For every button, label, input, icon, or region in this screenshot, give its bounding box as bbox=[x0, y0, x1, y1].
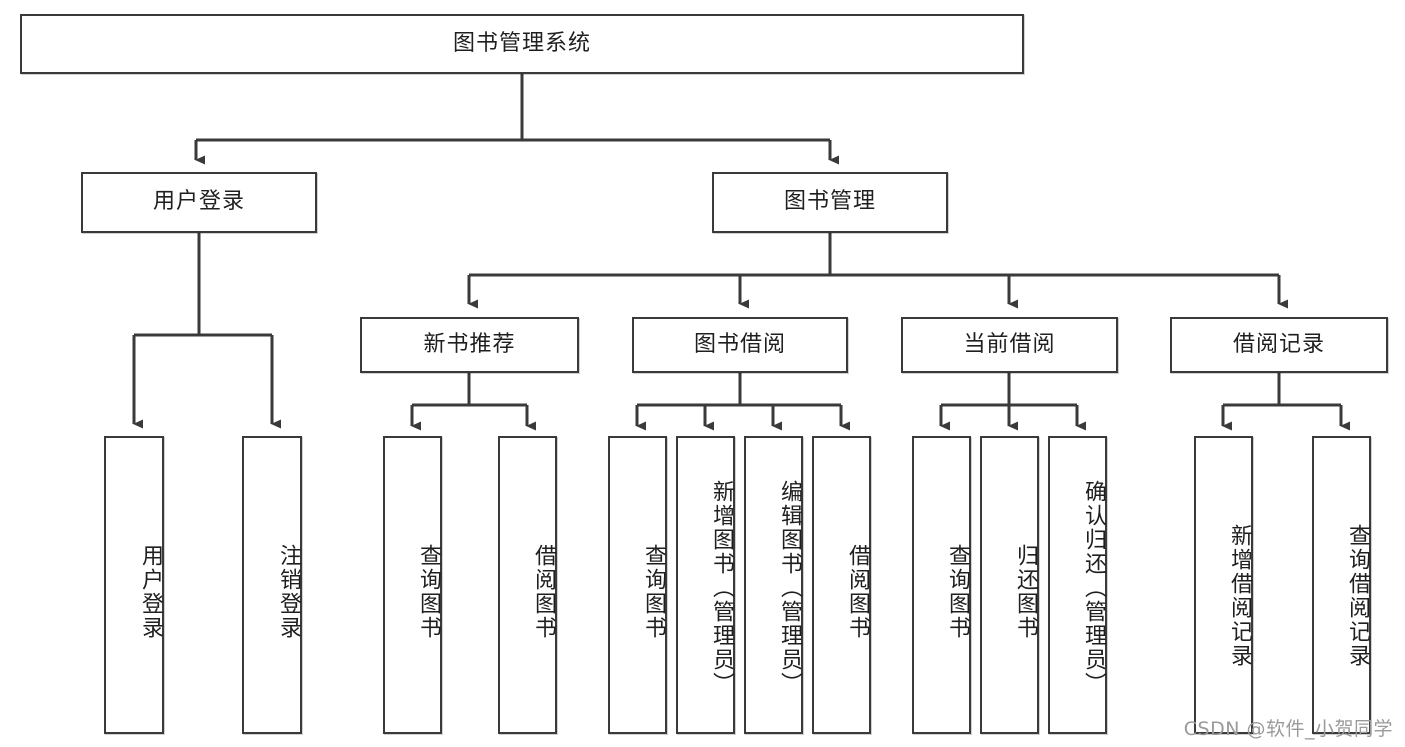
leaf-query-book-1-label: 查询图书 bbox=[416, 544, 441, 640]
leaf-add-book-admin-label: 新增图书（管理员） bbox=[709, 480, 734, 696]
leaf-edit-book-admin-label: 编辑图书（管理员） bbox=[777, 480, 802, 696]
leaf-add-borrow-record[interactable]: 新增借阅记录 bbox=[1194, 436, 1253, 734]
node-borrow-record-label: 借阅记录 bbox=[1232, 331, 1325, 357]
leaf-query-book-3[interactable]: 查询图书 bbox=[912, 436, 971, 734]
node-root-system-label: 图书管理系统 bbox=[452, 30, 591, 56]
node-current-borrow[interactable]: 当前借阅 bbox=[901, 317, 1118, 373]
leaf-borrow-book-2-label: 借阅图书 bbox=[845, 544, 870, 640]
leaf-logout-login[interactable]: 注销登录 bbox=[242, 436, 302, 734]
leaf-query-book-2[interactable]: 查询图书 bbox=[608, 436, 667, 734]
node-user-login-label: 用户登录 bbox=[152, 189, 245, 215]
node-book-borrow-label: 图书借阅 bbox=[693, 331, 786, 357]
leaf-query-borrow-record[interactable]: 查询借阅记录 bbox=[1312, 436, 1371, 734]
leaf-query-book-3-label: 查询图书 bbox=[945, 544, 970, 640]
leaf-borrow-book-2[interactable]: 借阅图书 bbox=[812, 436, 871, 734]
leaf-query-book-2-label: 查询图书 bbox=[641, 544, 666, 640]
leaf-borrow-book-1[interactable]: 借阅图书 bbox=[498, 436, 557, 734]
node-new-book-recommend[interactable]: 新书推荐 bbox=[360, 317, 579, 373]
leaf-confirm-return-admin-label: 确认归还（管理员） bbox=[1081, 480, 1106, 696]
node-user-login[interactable]: 用户登录 bbox=[81, 172, 317, 233]
node-current-borrow-label: 当前借阅 bbox=[963, 331, 1056, 357]
node-book-manage[interactable]: 图书管理 bbox=[712, 172, 948, 233]
leaf-return-book[interactable]: 归还图书 bbox=[980, 436, 1039, 734]
leaf-add-book-admin[interactable]: 新增图书（管理员） bbox=[676, 436, 735, 734]
leaf-add-borrow-record-label: 新增借阅记录 bbox=[1227, 524, 1252, 668]
leaf-confirm-return-admin[interactable]: 确认归还（管理员） bbox=[1048, 436, 1107, 734]
leaf-edit-book-admin[interactable]: 编辑图书（管理员） bbox=[744, 436, 803, 734]
leaf-user-login[interactable]: 用户登录 bbox=[104, 436, 164, 734]
leaf-user-login-label: 用户登录 bbox=[138, 544, 163, 640]
leaf-query-borrow-record-label: 查询借阅记录 bbox=[1345, 524, 1370, 668]
leaf-logout-login-label: 注销登录 bbox=[276, 544, 301, 640]
csdn-watermark: CSDN @软件_小贺同学 bbox=[1183, 718, 1393, 740]
leaf-query-book-1[interactable]: 查询图书 bbox=[383, 436, 442, 734]
node-root-system[interactable]: 图书管理系统 bbox=[20, 14, 1024, 74]
node-new-book-recommend-label: 新书推荐 bbox=[423, 331, 516, 357]
leaf-return-book-label: 归还图书 bbox=[1013, 544, 1038, 640]
leaf-borrow-book-1-label: 借阅图书 bbox=[531, 544, 556, 640]
node-borrow-record[interactable]: 借阅记录 bbox=[1170, 317, 1388, 373]
node-book-borrow[interactable]: 图书借阅 bbox=[632, 317, 848, 373]
node-book-manage-label: 图书管理 bbox=[783, 189, 876, 215]
